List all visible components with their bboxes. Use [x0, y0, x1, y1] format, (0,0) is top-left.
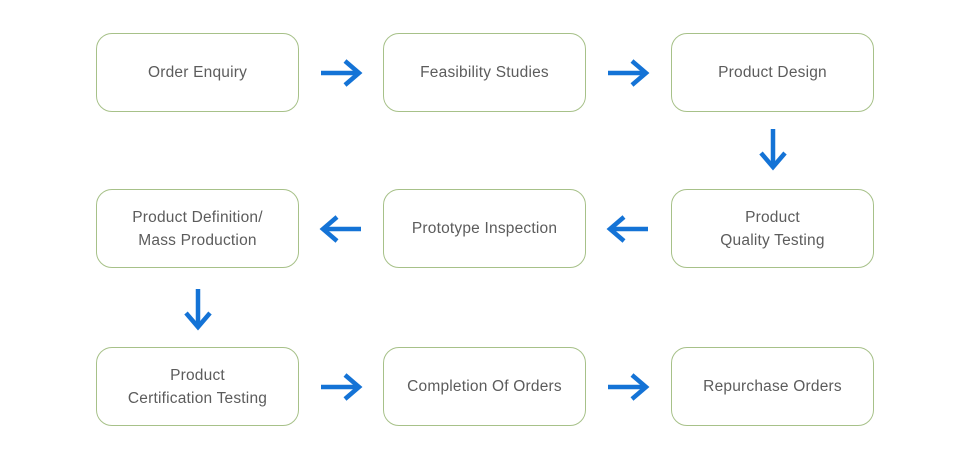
arrow-down-icon [182, 287, 214, 331]
flow-step-label: Feasibility Studies [420, 64, 549, 81]
flow-step-repurchase-orders: Repurchase Orders [671, 347, 874, 426]
arrow-left-icon [319, 213, 363, 245]
flow-step-completion-of-orders: Completion Of Orders [383, 347, 586, 426]
flow-step-label: Completion Of Orders [407, 378, 562, 395]
arrow-right-icon [606, 371, 650, 403]
flow-step-label: Product Definition/ Mass Production [132, 208, 263, 249]
flow-step-order-enquiry: Order Enquiry [96, 33, 299, 112]
flow-step-label: Order Enquiry [147, 64, 248, 81]
arrow-down-icon [757, 127, 789, 171]
arrow-right-icon [606, 57, 650, 89]
flow-step-product-certification-testing: Product Certification Testing [96, 347, 299, 426]
flow-step-feasibility-studies: Feasibility Studies [383, 33, 586, 112]
flow-step-label: Product Design [718, 64, 827, 81]
flow-step-label: Repurchase Orders [703, 378, 842, 395]
flow-step-label: Prototype Inspection [411, 220, 558, 237]
arrow-right-icon [319, 57, 363, 89]
flow-step-label: Product Certification Testing [127, 366, 268, 407]
flow-step-label: Product Quality Testing [720, 208, 825, 249]
flow-step-product-quality-testing: Product Quality Testing [671, 189, 874, 268]
flow-step-product-design: Product Design [671, 33, 874, 112]
flow-step-product-definition-mass-production: Product Definition/ Mass Production [96, 189, 299, 268]
arrow-left-icon [606, 213, 650, 245]
arrow-right-icon [319, 371, 363, 403]
flow-step-prototype-inspection: Prototype Inspection [383, 189, 586, 268]
